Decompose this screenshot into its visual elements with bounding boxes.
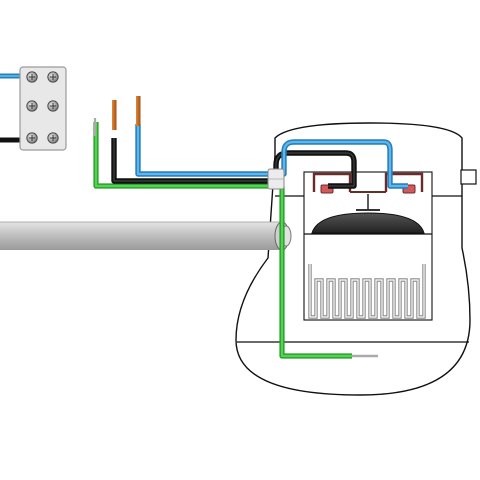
thermostat — [303, 171, 433, 321]
terminal-block — [19, 66, 67, 151]
thermostat-dome — [311, 212, 425, 234]
black-conductor-tip — [112, 100, 117, 130]
wire-black — [111, 100, 357, 189]
cable-gland — [267, 168, 285, 190]
wire-neutral — [135, 96, 408, 189]
cable-sheath — [0, 221, 292, 251]
thermostat-knob — [460, 169, 477, 185]
heating-element-highlight — [309, 264, 425, 318]
terminal-screws — [26, 71, 59, 144]
neutral-conductor-tip — [136, 96, 141, 126]
